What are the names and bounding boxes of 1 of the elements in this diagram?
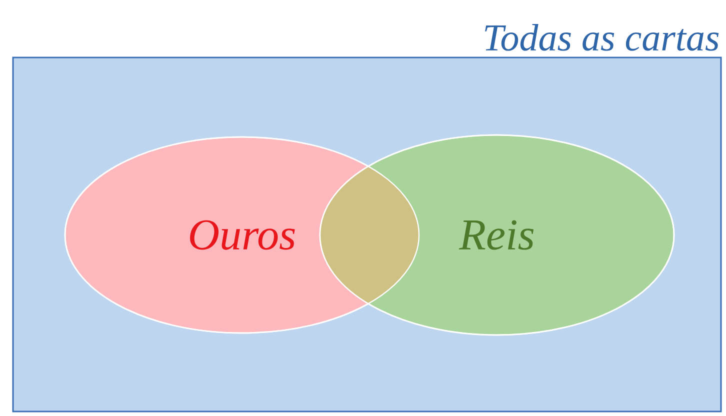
set-title: Todas as cartas: [485, 24, 719, 51]
